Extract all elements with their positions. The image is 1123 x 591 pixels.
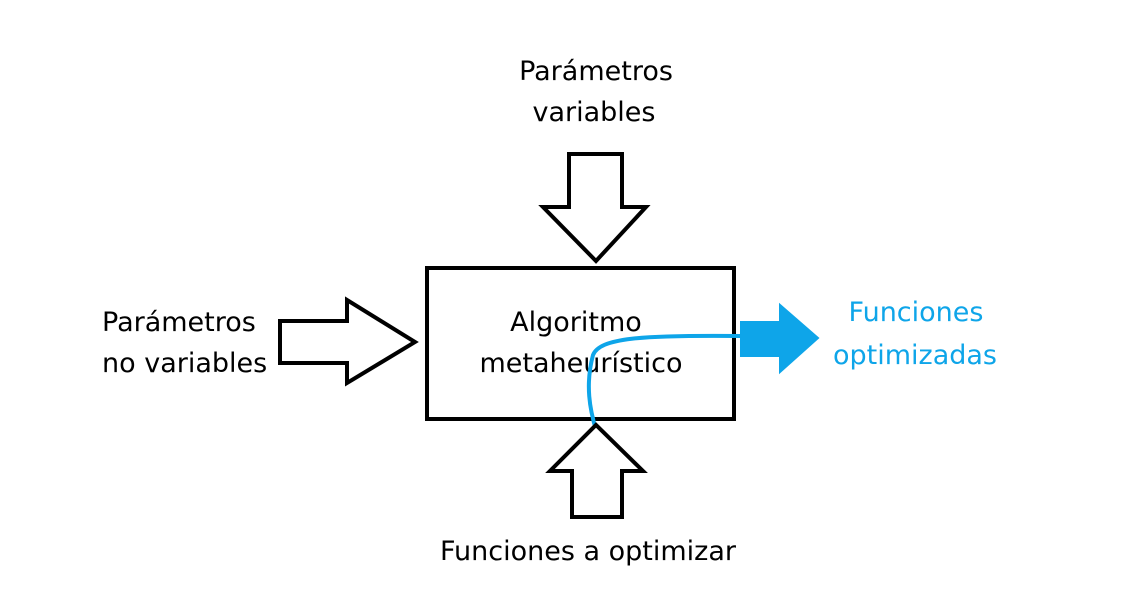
left-input-label-line1: Parámetros bbox=[102, 307, 256, 338]
flow-curve bbox=[586, 333, 743, 432]
output-arrow bbox=[740, 302, 820, 375]
bottom-input-arrow bbox=[545, 422, 648, 519]
bottom-input-label: Funciones a optimizar bbox=[440, 536, 737, 567]
left-input-arrow bbox=[278, 296, 419, 387]
output-label-line1: Funciones bbox=[849, 297, 984, 328]
process-box bbox=[425, 266, 736, 421]
top-input-arrow bbox=[538, 152, 651, 264]
top-input-label-line2: variables bbox=[533, 97, 656, 128]
output-label-line2: optimizadas bbox=[833, 340, 997, 371]
top-input-label-line1: Parámetros bbox=[519, 56, 673, 87]
process-label-line1: Algoritmo bbox=[510, 307, 642, 338]
left-input-label-line2: no variables bbox=[102, 348, 267, 379]
process-label-line2: metaheurístico bbox=[479, 348, 682, 379]
